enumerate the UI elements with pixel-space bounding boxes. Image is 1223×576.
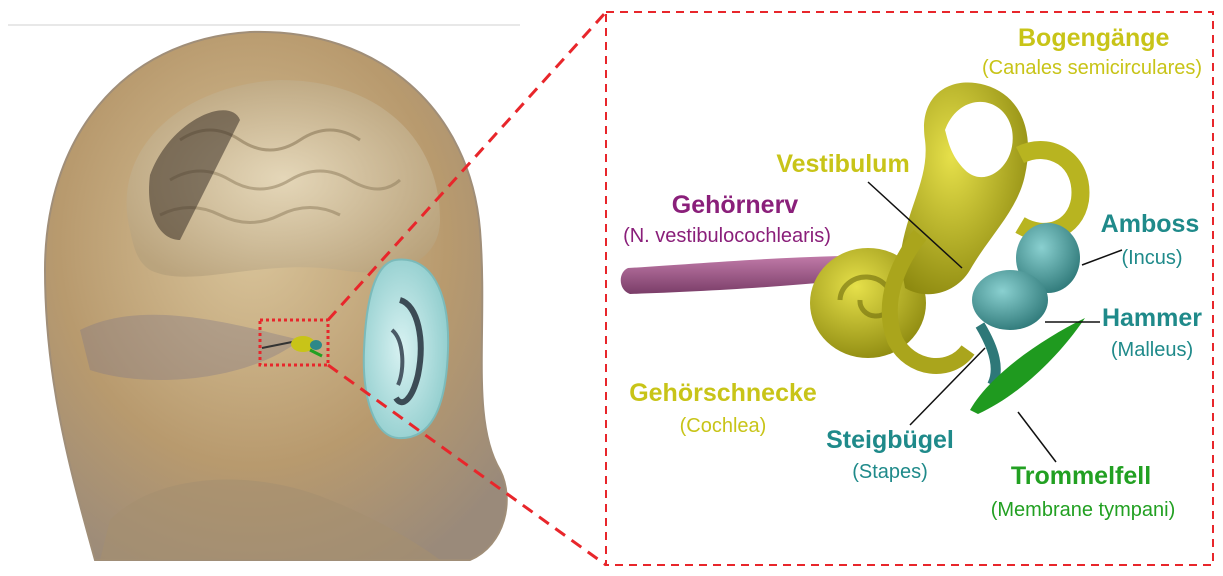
stapes-shape: [980, 325, 996, 385]
label-bogengaenge-latin: (Canales semicirculares): [968, 58, 1216, 78]
label-gehoernerv-latin: (N. vestibulocochlearis): [612, 226, 842, 246]
label-gehoernerv: Gehörnerv: [660, 193, 810, 218]
label-hammer-latin: (Malleus): [1102, 340, 1202, 360]
label-gehoerschnecke-latin: (Cochlea): [668, 416, 778, 436]
inner-ear-render: [621, 82, 1085, 414]
label-gehoerschnecke: Gehörschnecke: [618, 381, 828, 406]
label-vestibulum: Vestibulum: [768, 152, 918, 177]
label-hammer: Hammer: [1097, 306, 1207, 331]
label-steigbuegel: Steigbügel: [815, 428, 965, 453]
label-amboss: Amboss: [1092, 212, 1208, 237]
leader-trommelfell: [1018, 412, 1056, 462]
label-steigbuegel-latin: (Stapes): [840, 462, 940, 482]
head-render: [45, 32, 507, 560]
label-trommelfell-latin: (Membrane tympani): [978, 500, 1188, 520]
malleus-shape: [972, 270, 1048, 330]
label-bogengaenge: Bogengänge: [1018, 26, 1168, 51]
label-trommelfell: Trommelfell: [995, 464, 1167, 489]
label-amboss-latin: (Incus): [1112, 248, 1192, 268]
